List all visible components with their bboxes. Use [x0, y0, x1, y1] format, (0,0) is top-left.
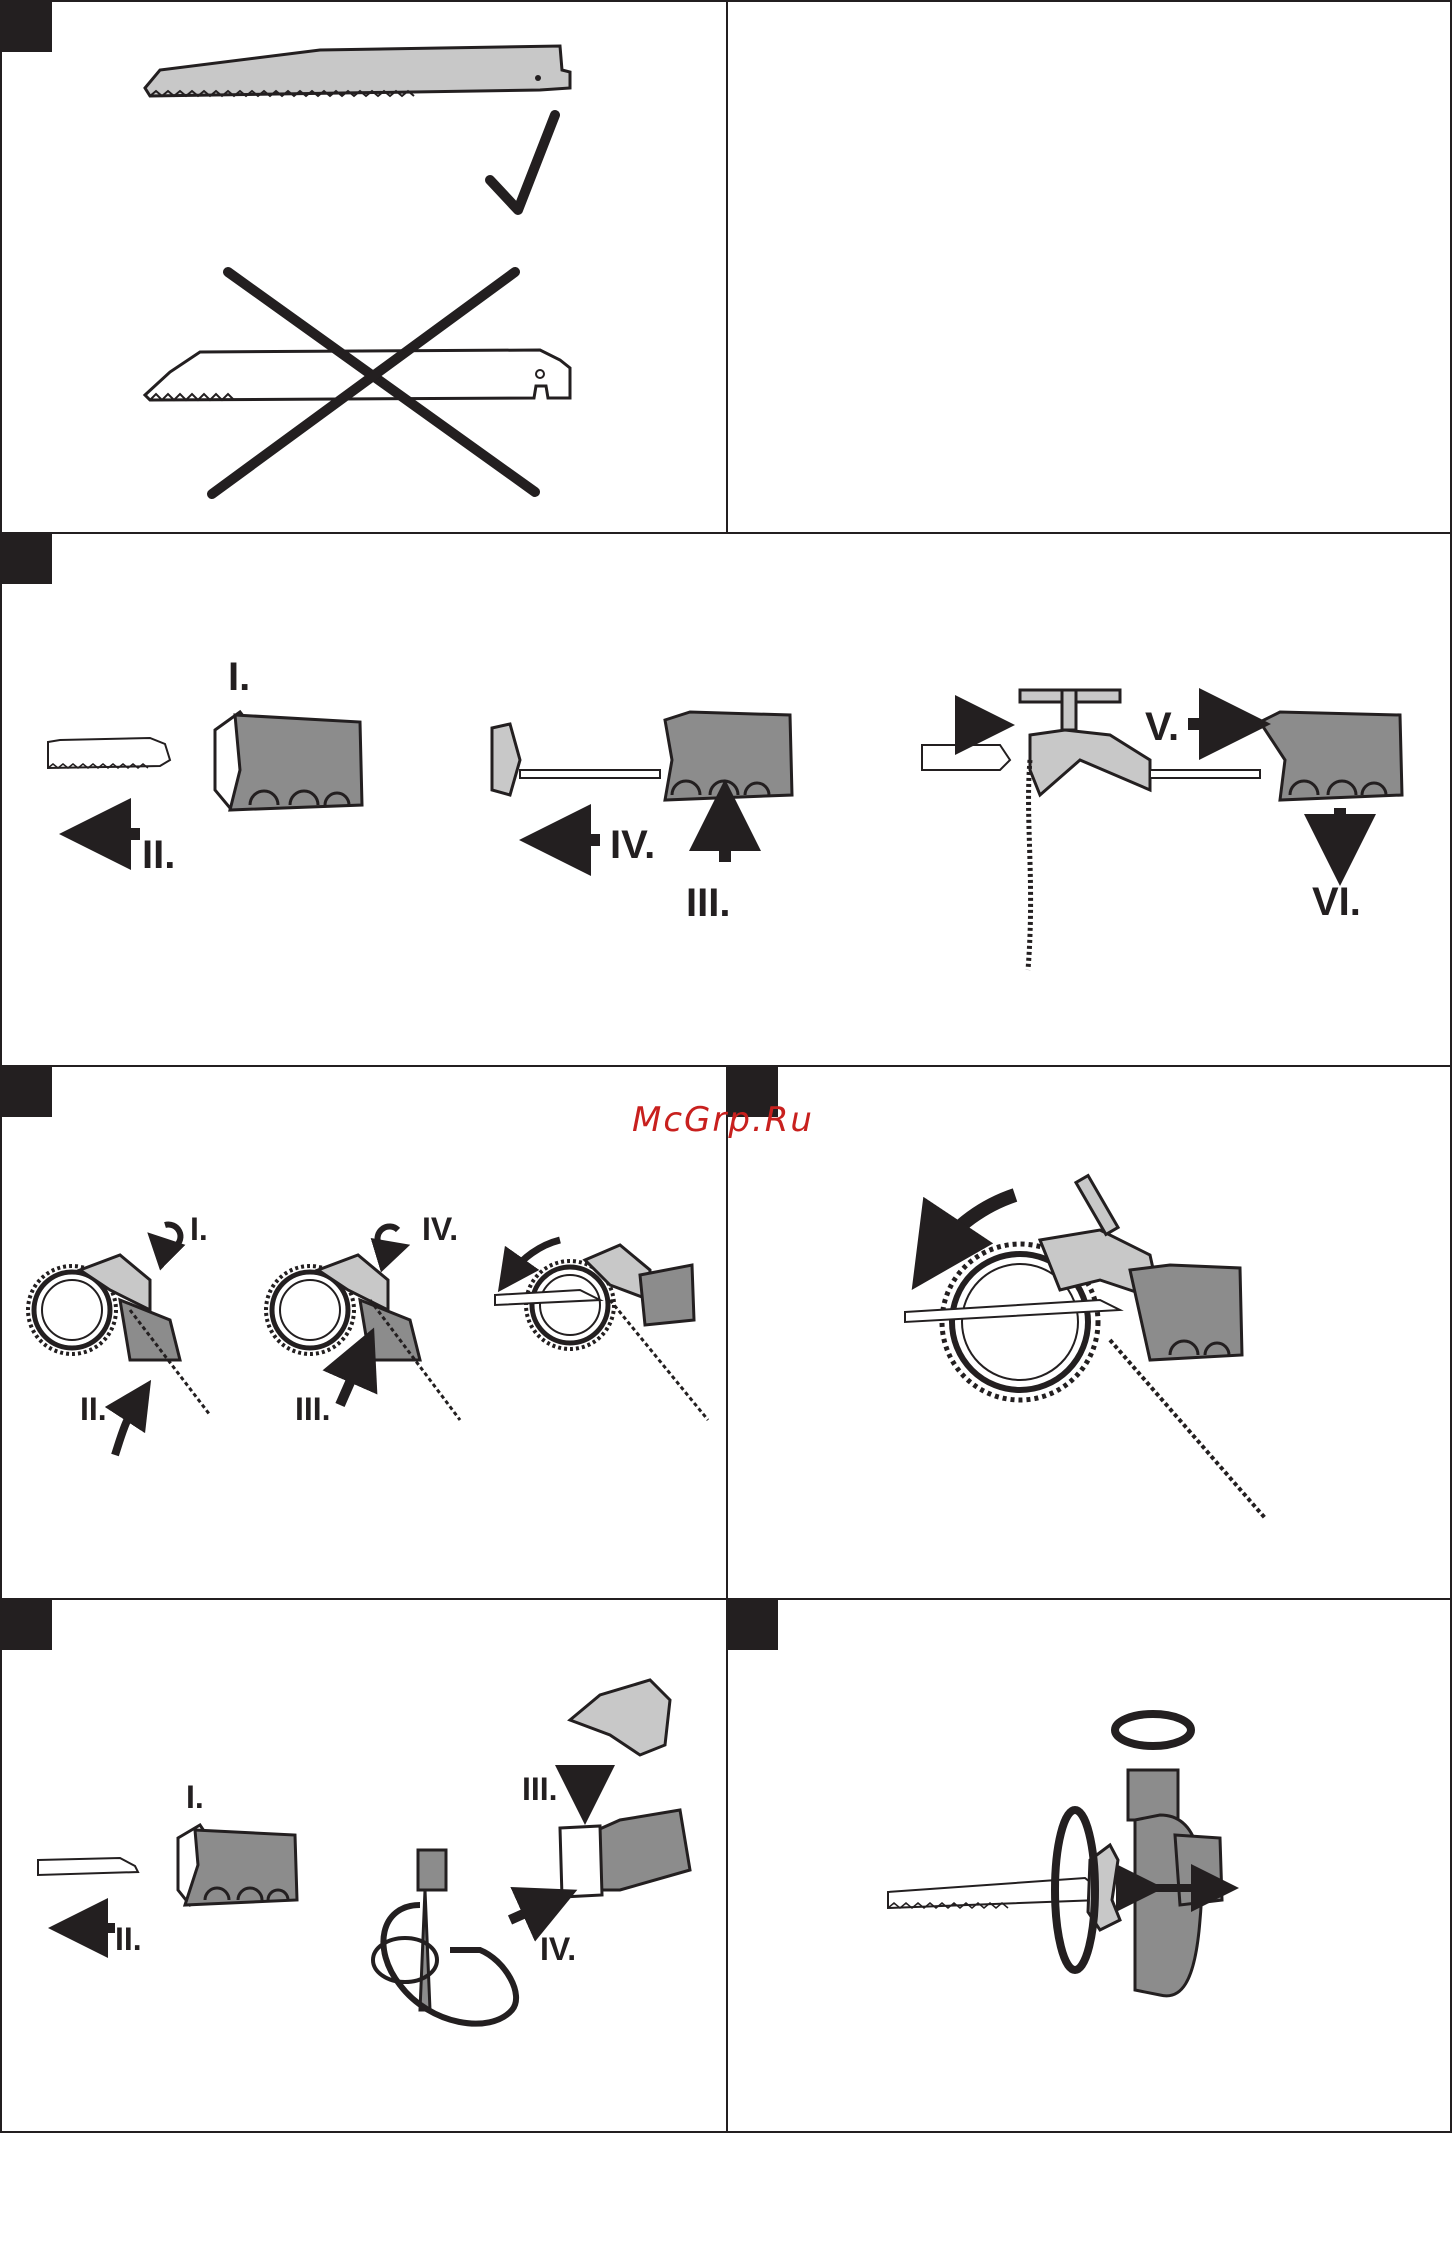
label-ii: II. [142, 833, 175, 877]
label-i: I. [190, 1211, 208, 1247]
label-iv: IV. [540, 1931, 576, 1967]
label-iii: III. [686, 881, 730, 925]
chain-mount-step-c [495, 1240, 708, 1420]
label-ii: II. [80, 1391, 107, 1427]
chain-mount-step-a [28, 1224, 210, 1455]
pipe-cutting-illustration [905, 1176, 1265, 1518]
label-vi: VI. [1312, 880, 1361, 924]
label-iii: III. [295, 1391, 331, 1427]
label-v: V. [1145, 705, 1179, 749]
label-i: I. [186, 1779, 204, 1815]
label-iii: III. [522, 1771, 558, 1807]
correct-blade-illustration [145, 46, 570, 96]
step-1-blade-removal [48, 712, 362, 834]
adapter-step-b [373, 1680, 690, 2024]
checkmark-icon [490, 115, 555, 210]
label-iv: IV. [610, 823, 655, 867]
label-i: I. [228, 655, 250, 699]
label-ii: II. [115, 1921, 142, 1957]
adapter-step-a [38, 1825, 297, 1928]
watermark-text: McGrp.Ru [632, 1100, 814, 1140]
handle-adjust-illustration [888, 1714, 1222, 1996]
label-iv: IV. [422, 1211, 458, 1247]
